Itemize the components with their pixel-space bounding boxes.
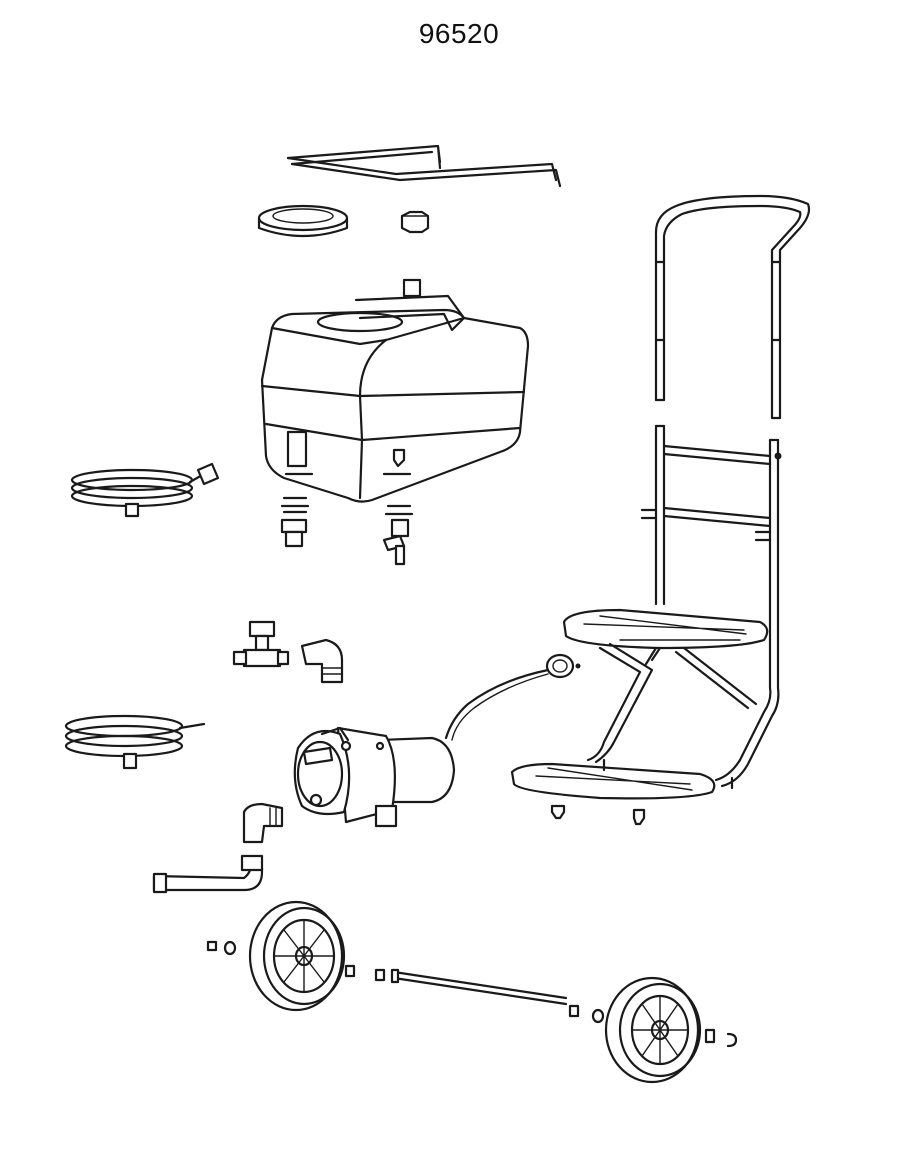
model-number-title: 96520 [418,18,500,49]
coiled-hose-upper [70,462,220,518]
water-tank [260,278,530,503]
pressure-switch [444,653,581,741]
ball-valve [232,620,290,668]
wheel-right [604,976,702,1084]
cart-frame [510,424,782,826]
tank-retaining-strap [286,144,562,188]
wheel-left [248,900,346,1012]
tank-lid [257,204,349,238]
axle [390,968,568,1006]
pipe-elbow [152,854,264,894]
elbow-fitting-lower [242,802,284,844]
elbow-fitting-upper [300,638,344,684]
pump-motor [293,726,456,828]
drain-valve [382,504,414,566]
lid-nut [400,210,430,234]
tank-outlet-fitting [280,496,310,548]
axle-nuts-washers [206,940,738,1048]
cart-handle [654,194,811,420]
coiled-hose-lower [64,714,206,770]
